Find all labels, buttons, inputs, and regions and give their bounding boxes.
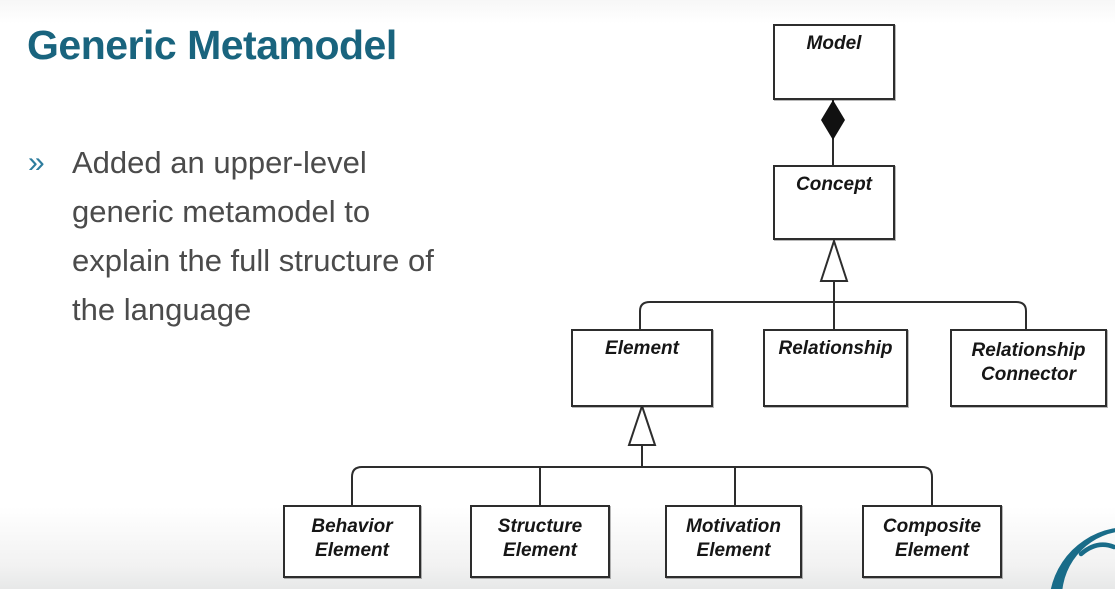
bullet-line: Added an upper-level <box>72 145 367 180</box>
bullet-line: the language <box>72 292 252 327</box>
bullet-item: » Added an upper-level generic metamodel… <box>28 138 568 334</box>
generalization-triangle-icon <box>627 402 657 446</box>
node-composite-element: Composite Element <box>862 505 1002 578</box>
generalization-rail <box>351 466 933 505</box>
node-model: Model <box>773 24 895 100</box>
node-label: Composite Element <box>882 516 982 561</box>
bullet-marker: » <box>28 146 45 179</box>
node-label: Concept <box>796 174 872 195</box>
node-motivation-element: Motivation Element <box>665 505 802 578</box>
node-relationship: Relationship <box>763 329 908 407</box>
generalization-triangle-icon <box>819 237 849 282</box>
node-behavior-element: Behavior Element <box>283 505 421 578</box>
bullet-text: Added an upper-level generic metamodel t… <box>72 138 434 334</box>
node-relationship-connector: Relationship Connector <box>950 329 1107 407</box>
logo-arc-icon <box>1050 528 1115 589</box>
node-element: Element <box>571 329 713 407</box>
composition-diamond-icon <box>821 100 845 140</box>
node-label: Structure Element <box>497 516 583 561</box>
node-concept: Concept <box>773 165 895 240</box>
node-label: Model <box>806 33 862 54</box>
node-label: Motivation Element <box>686 516 781 561</box>
node-label: Behavior Element <box>311 516 393 561</box>
node-label: Relationship Connector <box>971 340 1086 385</box>
bullet-line: explain the full structure of <box>72 243 434 278</box>
page-title: Generic Metamodel <box>27 22 397 68</box>
bullet-line: generic metamodel to <box>72 194 371 229</box>
node-label: Element <box>605 338 679 359</box>
generalization-rail <box>639 301 1027 329</box>
node-label: Relationship <box>778 338 893 359</box>
node-structure-element: Structure Element <box>470 505 610 578</box>
